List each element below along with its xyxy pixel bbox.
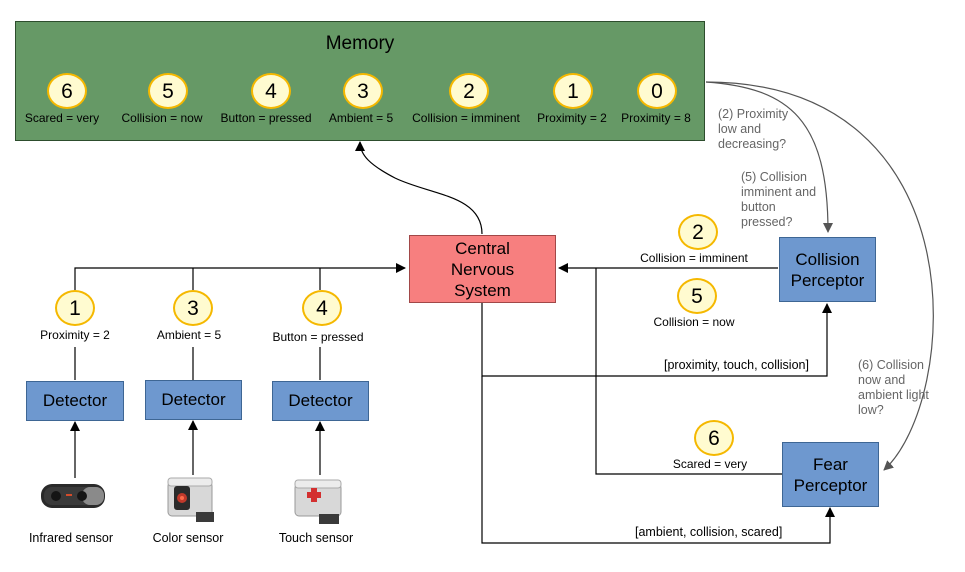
collision-perceptor-label: Perceptor [790,270,865,290]
collision-subscription-label: [proximity, touch, collision] [664,358,809,372]
detector-reading-badge: 3 [173,290,213,326]
memory-badge: 5 [148,73,188,109]
memory-badge: 3 [343,73,383,109]
memory-badge: 4 [251,73,291,109]
memory-to-fear-query [705,81,934,471]
memory-label: Collision = imminent [412,111,520,125]
collision-perceptor-label: Collision [795,249,860,269]
event-label: Scared = very [672,457,748,471]
query-annotation-5: (5) Collision imminent and button presse… [741,170,817,229]
memory-label: Scared = very [24,111,100,125]
cns-label-line: Central [455,238,510,258]
detector-reading-label: Ambient = 5 [156,328,222,342]
cns-label-line: System [454,280,511,300]
memory-badge: 0 [637,73,677,109]
memory-title: Memory [325,33,395,54]
detector-box-color: Detector [145,380,242,420]
memory-label: Proximity = 2 [537,111,607,125]
fear-subscription-label: [ambient, collision, scared] [635,525,783,539]
fear-perceptor-box: Fear Perceptor [782,442,879,507]
query-annotation-2: (2) Proximity low and decreasing? [718,107,789,151]
touch-sensor-image [294,479,342,524]
query-annotation-6: (6) Collision now and ambient light low? [858,358,929,417]
cns-to-memory-arrow [355,141,483,235]
color-sensor-image [167,477,214,522]
event-label: Collision = now [653,315,735,329]
detector-bus-line [74,263,406,290]
touch-sensor-label: Touch sensor [278,531,354,545]
event-badge: 6 [694,420,734,456]
central-nervous-system-box: Central Nervous System [409,235,556,303]
detector-reading-badge: 1 [55,290,95,326]
memory-label: Button = pressed [220,111,312,125]
event-badge: 2 [678,214,718,250]
event-badge: 5 [677,278,717,314]
memory-label: Collision = now [121,111,203,125]
fear-perceptor-label: Fear [813,454,848,474]
fear-perceptor-label: Perceptor [793,475,868,495]
detector-box-infrared: Detector [26,381,124,421]
memory-label: Ambient = 5 [328,111,394,125]
detector-box-touch: Detector [272,381,369,421]
fear-to-cns-line [595,268,782,475]
memory-badge: 2 [449,73,489,109]
memory-to-collision-query [705,81,833,233]
event-label: Collision = imminent [640,251,748,265]
cns-to-collision-subscription [481,303,832,377]
color-sensor-label: Color sensor [152,531,224,545]
memory-label: Proximity = 8 [621,111,691,125]
cns-label-line: Nervous [450,259,515,279]
cns-to-fear-subscription [481,376,835,544]
detector-reading-label: Button = pressed [272,330,364,344]
memory-badge: 6 [47,73,87,109]
memory-badge: 1 [553,73,593,109]
collision-perceptor-box: Collision Perceptor [779,237,876,302]
infrared-sensor-image [41,484,105,508]
detector-reading-badge: 4 [302,290,342,326]
infrared-sensor-label: Infrared sensor [28,531,114,545]
detector-reading-label: Proximity = 2 [40,328,110,342]
